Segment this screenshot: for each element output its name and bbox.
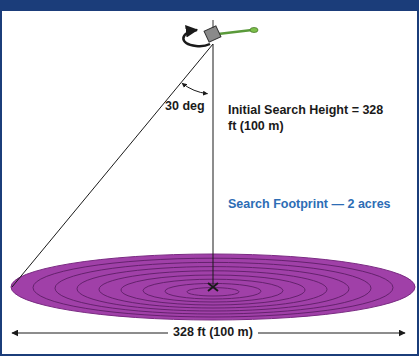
drone-symbol xyxy=(204,20,258,42)
slant-line xyxy=(12,44,213,287)
height-label: Initial Search Height = 328 ft (100 m) xyxy=(228,103,390,134)
height-line xyxy=(213,44,214,285)
footprint-ring xyxy=(187,288,239,296)
footprint-label: Search Footprint — 2 acres xyxy=(228,197,391,213)
footprint-ring xyxy=(165,283,261,299)
rotation-arrow xyxy=(183,30,210,46)
angle-arc xyxy=(182,83,207,94)
dimension-label: 328 ft (100 m) xyxy=(168,325,258,341)
angle-label: 30 deg xyxy=(165,99,205,115)
